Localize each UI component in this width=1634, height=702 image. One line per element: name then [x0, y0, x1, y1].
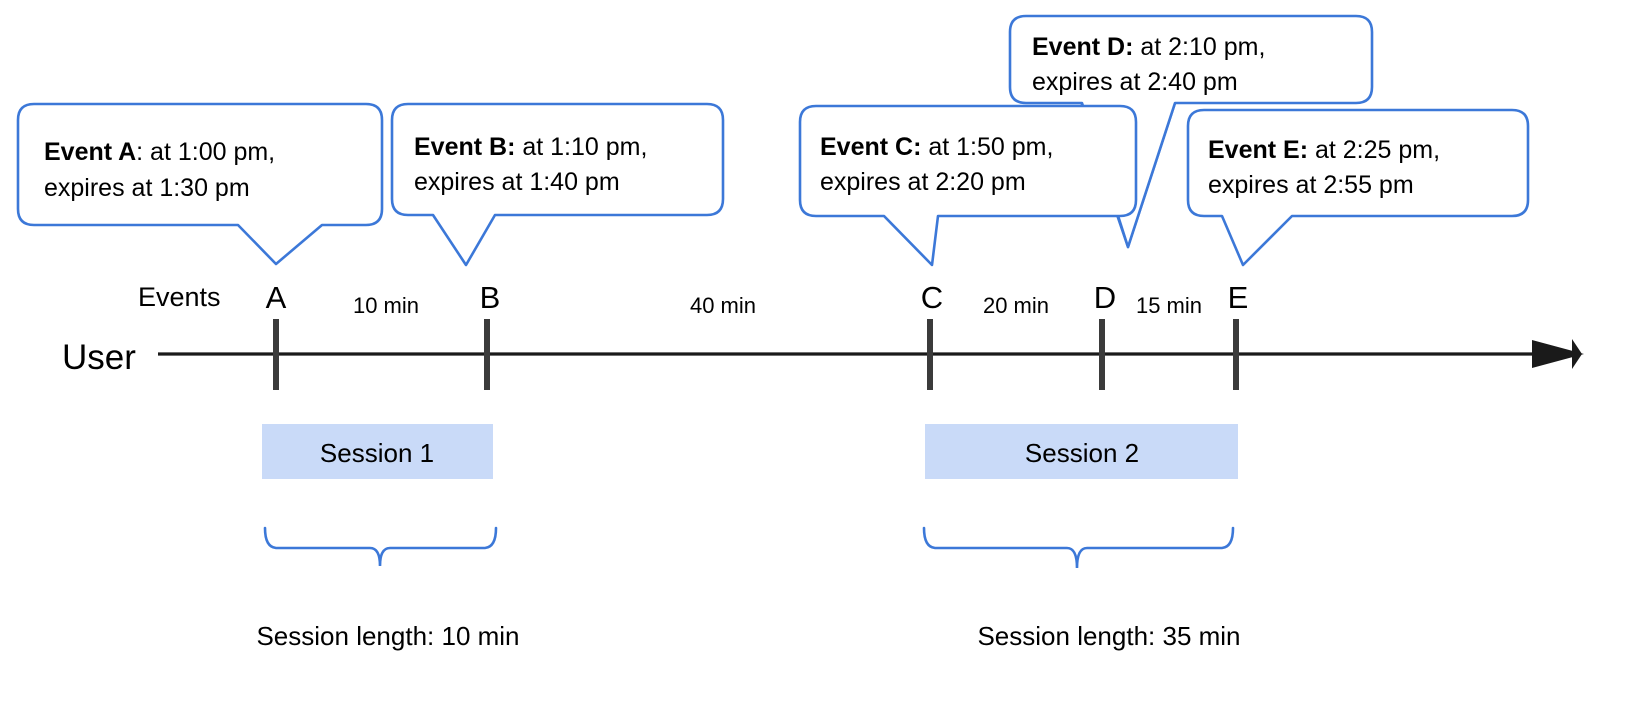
gap-label-b-c: 40 min [690, 293, 756, 318]
callout-e-bold: Event E: [1208, 136, 1308, 164]
session-2-box[interactable] [925, 424, 1238, 479]
event-letter-b: B [480, 280, 501, 315]
callout-b-shape [390, 102, 725, 267]
gap-label-d-e: 15 min [1136, 293, 1202, 318]
event-letter-e: E [1228, 280, 1249, 315]
callout-c-bold: Event C: [820, 133, 921, 161]
callout-a-text: Event A: at 1:00 pm, expires at 1:30 pm [44, 138, 282, 202]
callout-d-line2: expires at 2:40 pm [1032, 68, 1238, 96]
callout-c-rest: at 1:50 pm, [921, 133, 1053, 161]
callout-event-d[interactable]: Event D: at 2:10 pm, expires at 2:40 pm [1008, 14, 1374, 249]
callout-e-line2: expires at 2:55 pm [1208, 171, 1414, 199]
callout-e-rest: at 2:25 pm, [1308, 136, 1440, 164]
event-letter-c: C [921, 280, 943, 315]
user-row-label: User [62, 338, 136, 377]
callout-c-shape [798, 104, 1138, 267]
callout-d-shape [1008, 14, 1374, 249]
session-2-length-label: Session length: 35 min [977, 621, 1240, 651]
callout-e-shape [1186, 108, 1530, 267]
callout-d-rest: at 2:10 pm, [1133, 33, 1265, 61]
callout-b-rest: at 1:10 pm, [515, 133, 647, 161]
callout-d-text: Event D: at 2:10 pm, expires at 2:40 pm [1032, 33, 1272, 96]
session-1-length-label: Session length: 10 min [256, 621, 519, 651]
callout-d-bold: Event D: [1032, 33, 1133, 61]
callout-b-text: Event B: at 1:10 pm, expires at 1:40 pm [414, 133, 654, 196]
session-2-brace [922, 526, 1235, 569]
session-2-group[interactable]: Session 2 Session length: 35 min [922, 424, 1241, 651]
session-1-box[interactable] [262, 424, 493, 479]
callout-b-line2: expires at 1:40 pm [414, 168, 620, 196]
session-1-brace [263, 526, 498, 567]
session-2-label: Session 2 [1025, 438, 1139, 468]
event-letter-a: A [266, 280, 287, 315]
callout-event-c[interactable]: Event C: at 1:50 pm, expires at 2:20 pm [798, 104, 1138, 267]
session-1-group[interactable]: Session 1 Session length: 10 min [256, 424, 520, 651]
callout-event-e[interactable]: Event E: at 2:25 pm, expires at 2:55 pm [1186, 108, 1530, 267]
events-row-label: Events [138, 282, 221, 312]
callout-a-bold: Event A [44, 138, 136, 166]
callout-b-bold: Event B: [414, 133, 515, 161]
callout-e-text: Event E: at 2:25 pm, expires at 2:55 pm [1208, 136, 1447, 199]
callout-a-shape [16, 102, 384, 266]
callout-event-a[interactable]: Event A: at 1:00 pm, expires at 1:30 pm [16, 102, 384, 266]
callout-c-line2: expires at 2:20 pm [820, 168, 1026, 196]
event-letter-d: D [1094, 280, 1116, 315]
callout-a-line2: expires at 1:30 pm [44, 174, 250, 202]
callout-a-rest: : at 1:00 pm, [136, 138, 275, 166]
callout-c-text: Event C: at 1:50 pm, expires at 2:20 pm [820, 133, 1060, 196]
gap-label-a-b: 10 min [353, 293, 419, 318]
gap-label-c-d: 20 min [983, 293, 1049, 318]
timeline-arrow-head-fill [1532, 340, 1584, 368]
session-1-label: Session 1 [320, 438, 434, 468]
callout-event-b[interactable]: Event B: at 1:10 pm, expires at 1:40 pm [390, 102, 725, 267]
